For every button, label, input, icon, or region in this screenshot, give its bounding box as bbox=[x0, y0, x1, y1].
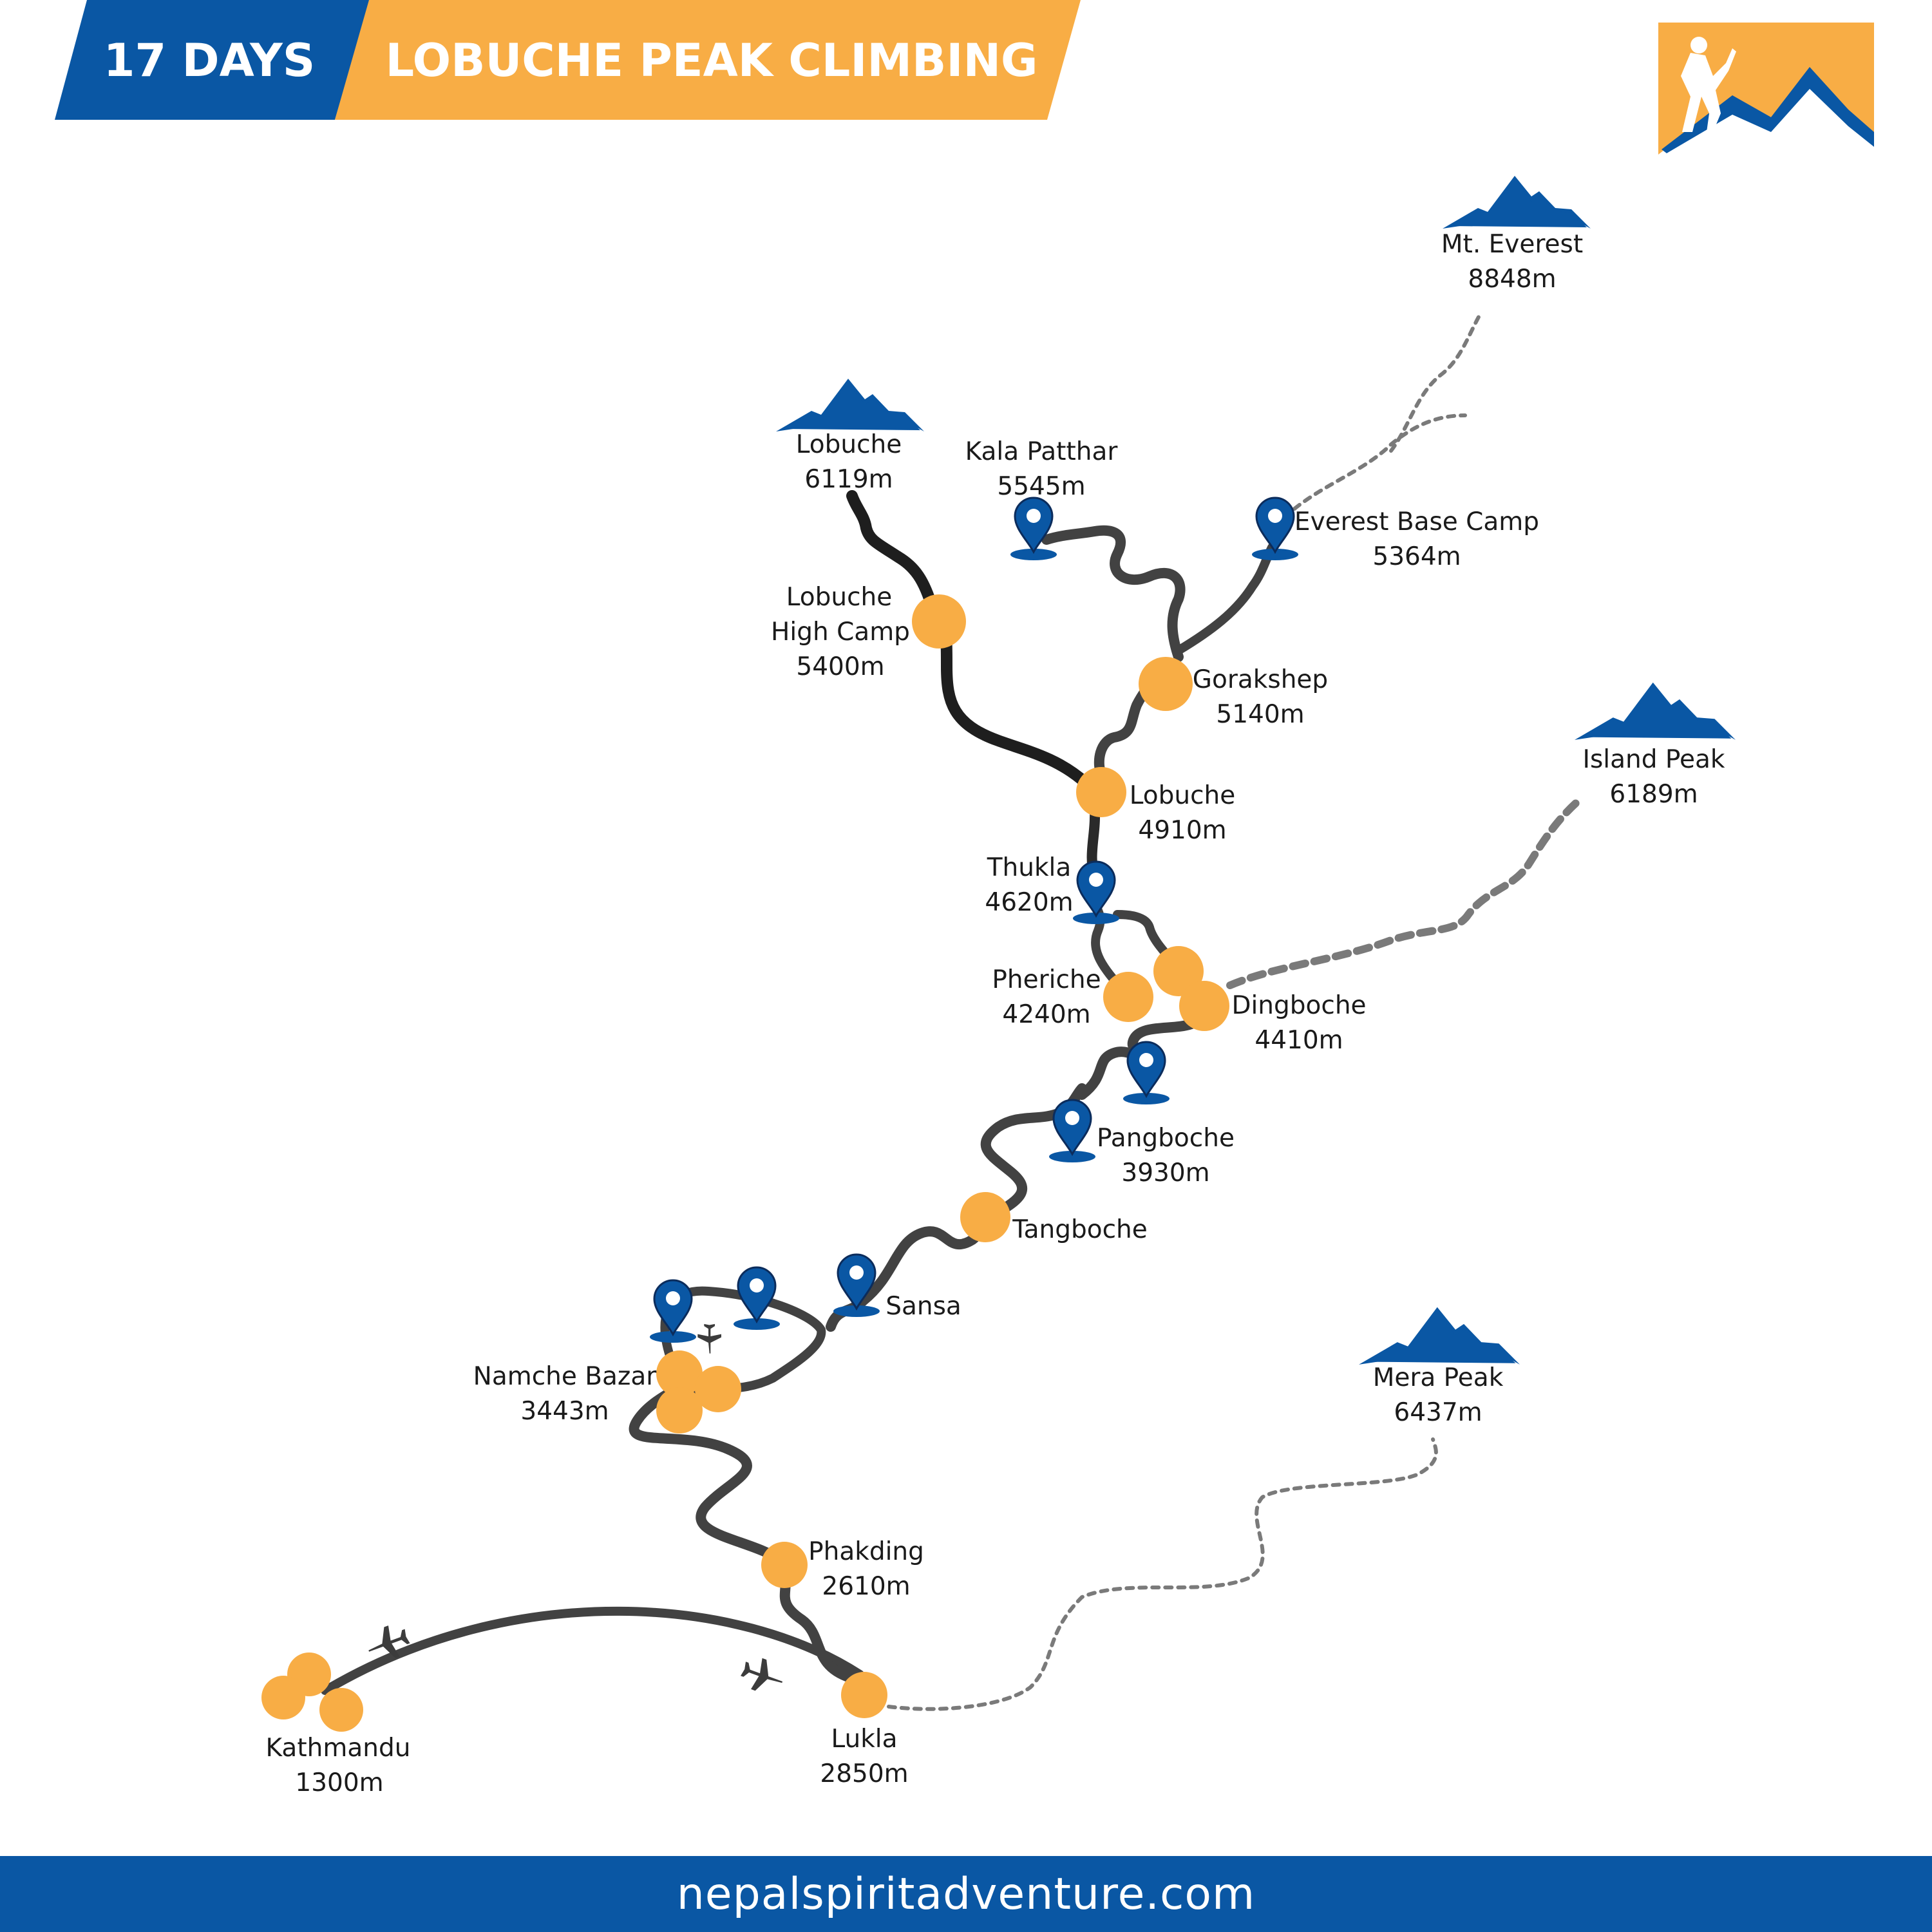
label-high-camp-alt: 5400m bbox=[796, 652, 884, 681]
label-gorakshep-alt: 5140m bbox=[1216, 700, 1304, 729]
label-pangboche: Pangboche bbox=[1097, 1124, 1235, 1153]
label-lukla-alt: 2850m bbox=[820, 1759, 908, 1788]
climber-mountain-logo-icon bbox=[1658, 23, 1874, 155]
label-lobuche-peak-alt: 6119m bbox=[804, 465, 893, 494]
label-namche: Namche Bazar bbox=[473, 1362, 658, 1391]
footer-bar: nepalspiritadventure.com bbox=[0, 1856, 1932, 1932]
orange-dot-icon bbox=[1153, 946, 1204, 996]
flight-route bbox=[321, 1606, 864, 1695]
trail-phakding-namche bbox=[629, 1367, 788, 1567]
mountain-icon bbox=[776, 379, 924, 431]
days-label: 17 DAYS bbox=[104, 34, 315, 87]
label-phakding-alt: 2610m bbox=[822, 1572, 910, 1601]
label-high-camp-1: Lobuche bbox=[786, 583, 893, 612]
orange-dot-icon bbox=[841, 1672, 887, 1718]
label-thukla: Thukla bbox=[987, 853, 1072, 882]
orange-dot-icon bbox=[912, 594, 966, 649]
orange-dot-icon bbox=[695, 1366, 741, 1412]
trail-lobuche-highcamp bbox=[938, 619, 1091, 788]
label-everest-alt: 8848m bbox=[1468, 265, 1556, 294]
label-dingboche-alt: 4410m bbox=[1255, 1026, 1343, 1055]
orange-dot-icon bbox=[656, 1387, 703, 1434]
orange-dot-icon bbox=[1179, 981, 1229, 1031]
trail-to-island-peak bbox=[1226, 795, 1585, 989]
map-pin-icon bbox=[1122, 1041, 1171, 1104]
trail-to-everest-summit bbox=[1389, 310, 1483, 453]
label-lobuche-peak: Lobuche bbox=[796, 430, 902, 459]
label-ebc: Everest Base Camp bbox=[1294, 507, 1539, 536]
side-trails bbox=[887, 310, 1585, 1711]
label-mera-peak: Mera Peak bbox=[1373, 1363, 1504, 1392]
overnight-stops bbox=[261, 594, 1229, 1732]
label-dingboche: Dingboche bbox=[1231, 991, 1366, 1020]
mountain-icon bbox=[1443, 176, 1591, 229]
label-pangboche-alt: 3930m bbox=[1121, 1159, 1209, 1188]
label-everest: Mt. Everest bbox=[1441, 230, 1583, 259]
trail-to-mera-peak bbox=[887, 1437, 1438, 1711]
orange-dot-icon bbox=[960, 1192, 1010, 1242]
orange-dot-icon bbox=[761, 1542, 808, 1588]
label-kala-patthar-alt: 5545m bbox=[997, 472, 1085, 501]
label-kathmandu-alt: 1300m bbox=[295, 1768, 383, 1797]
title-band bbox=[335, 0, 1081, 120]
label-phakding: Phakding bbox=[808, 1537, 924, 1566]
map-pin-icon bbox=[1251, 497, 1300, 560]
label-ebc-alt: 5364m bbox=[1372, 542, 1461, 571]
label-mera-peak-alt: 6437m bbox=[1394, 1398, 1482, 1427]
label-pheriche: Pheriche bbox=[992, 965, 1101, 994]
map-pin-icon bbox=[649, 1279, 697, 1343]
orange-dot-icon bbox=[1139, 657, 1193, 711]
label-lukla: Lukla bbox=[831, 1725, 897, 1754]
label-sansa: Sansa bbox=[886, 1292, 961, 1321]
label-thukla-alt: 4620m bbox=[985, 888, 1073, 917]
label-lobuche-village-alt: 4910m bbox=[1138, 816, 1226, 845]
label-lobuche-village: Lobuche bbox=[1130, 781, 1236, 810]
trail-gorakshep-kalapatthar bbox=[1041, 525, 1186, 662]
label-pheriche-alt: 4240m bbox=[1002, 1000, 1090, 1029]
mountain-icon bbox=[1575, 682, 1736, 740]
mountain-icon bbox=[1359, 1307, 1520, 1365]
label-tangboche: Tangboche bbox=[1012, 1215, 1148, 1244]
trail-to-everest bbox=[1293, 413, 1467, 511]
orange-dot-icon bbox=[319, 1688, 363, 1732]
label-namche-alt: 3443m bbox=[520, 1397, 609, 1426]
label-kathmandu: Kathmandu bbox=[266, 1734, 411, 1763]
footer-url[interactable]: nepalspiritadventure.com bbox=[676, 1868, 1256, 1920]
trail-gorakshep-ebc bbox=[1174, 543, 1276, 655]
label-high-camp-2: High Camp bbox=[771, 618, 910, 647]
airplane-icon bbox=[697, 1323, 721, 1354]
orange-dot-icon bbox=[1103, 972, 1153, 1022]
orange-dot-icon bbox=[261, 1676, 305, 1719]
map-pin-icon bbox=[1048, 1099, 1097, 1162]
airplane-icon bbox=[737, 1653, 788, 1699]
map-pin-icon bbox=[1009, 497, 1058, 560]
label-island-peak-alt: 6189m bbox=[1609, 780, 1698, 809]
label-gorakshep: Gorakshep bbox=[1193, 665, 1328, 694]
days-badge bbox=[55, 0, 370, 120]
label-island-peak: Island Peak bbox=[1582, 745, 1725, 774]
page-title: LOBUCHE PEAK CLIMBING bbox=[386, 34, 1038, 87]
label-kala-patthar: Kala Patthar bbox=[965, 437, 1119, 466]
map-pin-icon bbox=[1072, 860, 1121, 924]
map-labels: Mt. Everest 8848m Lobuche 6119m Kala Pat… bbox=[266, 230, 1725, 1797]
trail-highcamp-summit bbox=[846, 490, 938, 614]
orange-dot-icon bbox=[1076, 767, 1126, 817]
header-banner: 17 DAYS LOBUCHE PEAK CLIMBING bbox=[55, 0, 1081, 120]
orange-dot-icon bbox=[656, 1350, 703, 1397]
